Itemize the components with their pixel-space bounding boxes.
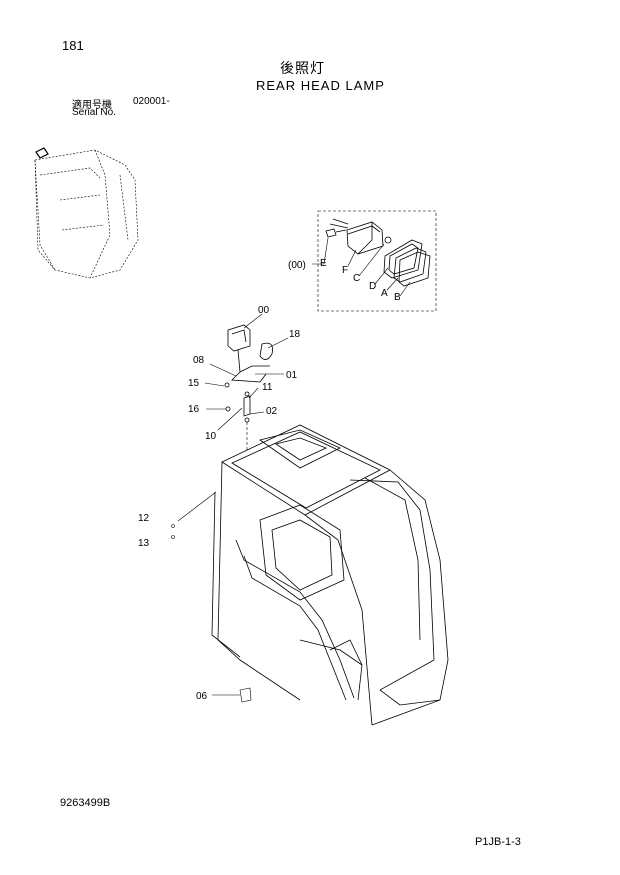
machine-lamp-marker — [35, 147, 49, 159]
callout-assembly: (00) — [288, 260, 306, 271]
callout-02: 02 — [266, 406, 278, 417]
lamp-assembly-box — [317, 210, 437, 312]
callout-06: 06 — [196, 691, 208, 702]
title-japanese: 後照灯 — [280, 61, 325, 77]
page-code: P1JB-1-3 — [475, 836, 521, 848]
assembly-leaders — [312, 237, 411, 297]
mount-leaders — [204, 313, 289, 452]
serial-label-english: Serial No. — [72, 107, 116, 118]
callout-11: 11 — [262, 382, 273, 393]
callout-A: A — [381, 288, 388, 299]
serial-label-japanese: 適用号機 — [72, 100, 112, 111]
callout-D: D — [369, 281, 376, 292]
lamp-exploded-view — [325, 218, 431, 287]
callout-C: C — [353, 273, 360, 284]
callout-E: E — [320, 258, 327, 269]
callout-10: 10 — [205, 431, 217, 442]
cab-frame-drawing — [211, 424, 449, 726]
callout-13: 13 — [138, 538, 150, 549]
machine-overview-drawing — [34, 149, 139, 279]
callout-12: 12 — [138, 513, 150, 524]
callout-01: 01 — [286, 370, 298, 381]
frame-leaders — [171, 491, 252, 703]
callout-15: 15 — [188, 378, 200, 389]
drawing-number: 9263499B — [60, 797, 111, 809]
title-english: REAR HEAD LAMP — [256, 78, 385, 93]
callout-08: 08 — [193, 355, 205, 366]
serial-range: 020001- — [133, 96, 170, 107]
callout-16: 16 — [188, 404, 200, 415]
callout-00: 00 — [258, 305, 270, 316]
callout-B: B — [394, 292, 401, 303]
callout-18: 18 — [289, 329, 301, 340]
page-number: 181 — [62, 38, 84, 53]
callout-F: F — [342, 265, 348, 276]
